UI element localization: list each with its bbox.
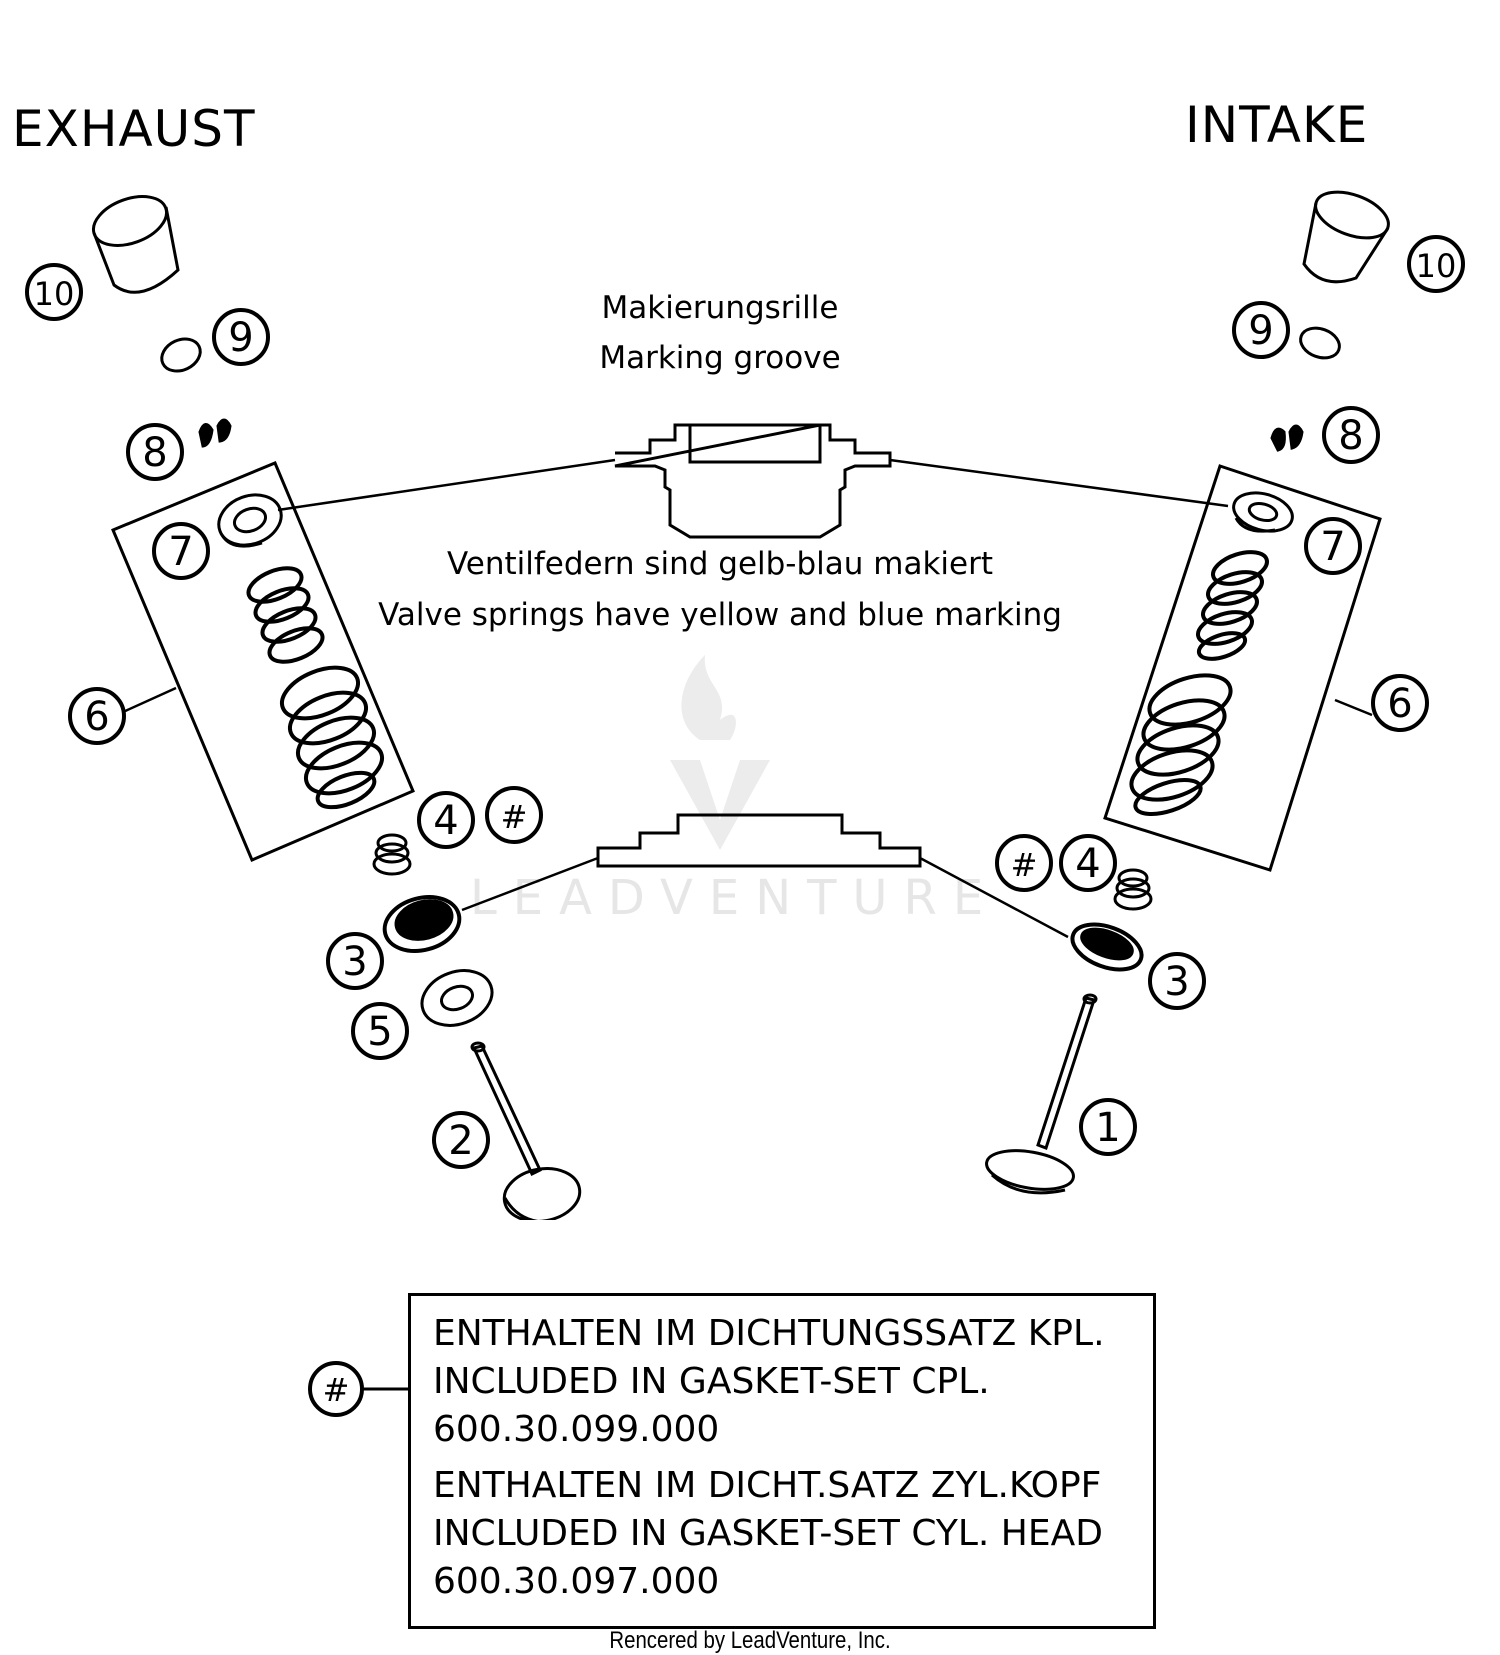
intake-bucket-tappet: [1302, 190, 1390, 284]
callout-exhaust-6-label: 6: [84, 694, 109, 740]
note-line-1: ENTHALTEN IM DICHTUNGSSATZ KPL.: [433, 1313, 1105, 1354]
callout-exhaust-4: [417, 791, 475, 849]
leader-exhaust-retainer: [277, 458, 616, 512]
intake-valve-cotters: [1270, 424, 1304, 452]
valve-train-diagram: 10 9 8 7 6 4 # 3 5 2 10 9 8 7 6 # 4 3 1: [25, 190, 1465, 1220]
gasket-set-note-box: ENTHALTEN IM DICHTUNGSSATZ KPL. INCLUDED…: [408, 1293, 1156, 1629]
callout-exhaust-8: [126, 423, 184, 481]
exhaust-shim: [160, 337, 202, 373]
exhaust-bucket-tappet: [92, 195, 180, 294]
callout-exhaust-7: [152, 522, 210, 580]
leader-intake-6: [1334, 698, 1373, 717]
callout-exhaust-3: [326, 932, 384, 990]
intake-inner-spring: [1196, 550, 1269, 661]
callout-intake-8-label: 8: [1338, 413, 1363, 459]
callout-exhaust-9: [212, 308, 270, 366]
exhaust-outer-spring: [280, 665, 384, 810]
seal-seat-profile: [596, 813, 922, 868]
callout-exhaust-hash: [485, 786, 543, 844]
callout-exhaust-3-label: 3: [342, 939, 367, 985]
leadventure-watermark-logo: [670, 655, 770, 850]
note-hash-callout-label: #: [323, 1371, 350, 1409]
callout-intake-3-label: 3: [1164, 959, 1189, 1005]
exhaust-stem-seal: [372, 833, 412, 876]
callout-intake-4-label: 4: [1075, 841, 1100, 887]
callout-exhaust-2: [432, 1111, 490, 1169]
callout-intake-9-label: 9: [1248, 308, 1273, 354]
valve-springs-caption-en: Valve springs have yellow and blue marki…: [378, 597, 1062, 633]
callout-intake-7: [1304, 517, 1362, 575]
leader-exhaust-seal: [461, 856, 599, 912]
callout-exhaust-5-label: 5: [367, 1009, 392, 1055]
callout-exhaust-hash-label: #: [501, 798, 528, 836]
leader-exhaust-6: [122, 686, 177, 714]
exhaust-valve-cotters: [198, 418, 232, 448]
intake-spring-box: [1103, 464, 1382, 872]
note-part-number-1: 600.30.099.000: [433, 1409, 720, 1450]
intake-spring-retainer: [1232, 491, 1294, 533]
exhaust-spring-box: [111, 461, 415, 862]
callout-intake-1-label: 1: [1095, 1105, 1120, 1151]
note-part-number-2: 600.30.097.000: [433, 1561, 720, 1602]
callout-exhaust-7-label: 7: [168, 529, 193, 575]
callout-intake-hash: [995, 834, 1053, 892]
callout-exhaust-8-label: 8: [142, 430, 167, 476]
note-line-5: INCLUDED IN GASKET-SET CYL. HEAD: [433, 1513, 1103, 1554]
footer-credit: Rencered by LeadVenture, Inc.: [609, 1627, 891, 1654]
exhaust-washer: [420, 969, 494, 1027]
callout-intake-6-label: 6: [1387, 681, 1412, 727]
callout-intake-1: [1079, 1098, 1137, 1156]
marking-groove-caption-en: Marking groove: [599, 340, 841, 376]
callout-intake-3: [1148, 952, 1206, 1010]
callout-intake-9: [1232, 301, 1290, 359]
callout-intake-8: [1322, 406, 1380, 464]
callout-intake-hash-label: #: [1011, 846, 1038, 884]
callout-exhaust-10: [25, 263, 83, 321]
exhaust-valve: [470, 1041, 582, 1220]
exhaust-title: EXHAUST: [12, 100, 256, 158]
marking-groove-caption-de: Makierungsrille: [601, 290, 839, 326]
callout-exhaust-9-label: 9: [228, 315, 253, 361]
note-line-2: INCLUDED IN GASKET-SET CPL.: [433, 1361, 990, 1402]
callout-intake-4: [1059, 834, 1117, 892]
note-hash-callout: #: [308, 1361, 408, 1417]
watermark-text: LEADVENTURE: [470, 870, 1000, 926]
callout-intake-7-label: 7: [1320, 524, 1345, 570]
callout-exhaust-5: [351, 1002, 409, 1060]
exhaust-spring-seat: [382, 895, 462, 953]
callout-intake-10: [1407, 235, 1465, 293]
intake-spring-seat: [1070, 922, 1144, 972]
note-line-4: ENTHALTEN IM DICHT.SATZ ZYL.KOPF: [433, 1465, 1102, 1506]
intake-outer-spring: [1129, 673, 1233, 816]
callout-intake-10-label: 10: [1416, 247, 1457, 285]
callout-exhaust-10-label: 10: [34, 275, 75, 313]
callout-exhaust-2-label: 2: [448, 1118, 473, 1164]
exhaust-spring-retainer: [217, 493, 283, 548]
leader-intake-retainer: [889, 458, 1229, 508]
callout-exhaust-6: [68, 687, 126, 745]
intake-title: INTAKE: [1185, 96, 1369, 154]
callout-intake-6: [1371, 674, 1429, 732]
marking-groove-profile: [614, 423, 892, 539]
exhaust-inner-spring: [246, 566, 325, 664]
leader-intake-seal: [919, 856, 1069, 939]
valve-springs-caption-de: Ventilfedern sind gelb-blau makiert: [446, 546, 994, 582]
intake-valve: [985, 993, 1098, 1195]
intake-stem-seal: [1113, 868, 1153, 911]
intake-shim: [1299, 326, 1341, 360]
callout-exhaust-4-label: 4: [433, 798, 458, 844]
